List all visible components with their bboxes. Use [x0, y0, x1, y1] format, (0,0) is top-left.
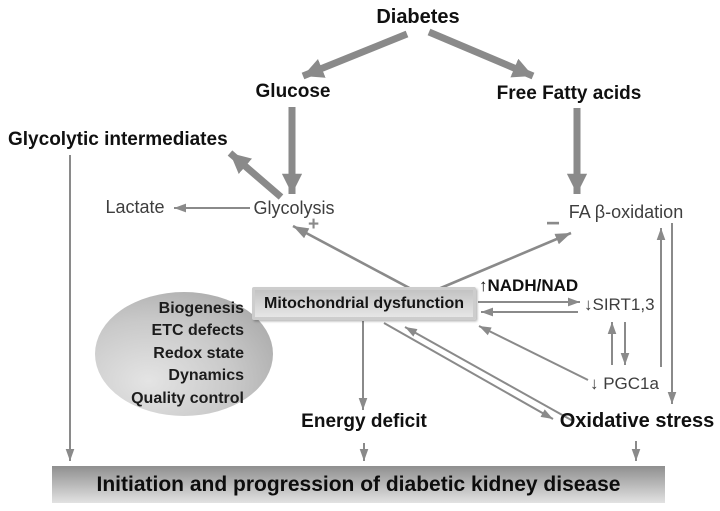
arrow-mito-to-glycolysis: [292, 224, 416, 293]
node-free-fatty-acids: Free Fatty acids: [496, 83, 642, 104]
node-oxidative-stress: Oxidative stress: [559, 410, 715, 432]
plus-sign: +: [308, 214, 320, 235]
ellipse-item-redox-state: Redox state: [153, 344, 244, 362]
ellipse-item-dynamics: Dynamics: [168, 367, 244, 385]
outcome-label: Initiation and progression of diabetic k…: [96, 472, 621, 496]
node-diabetes: Diabetes: [376, 6, 460, 28]
node-fa-beta-oxidation: FA β-oxidation: [568, 202, 684, 222]
node-sirt13: ↓SIRT1,3: [584, 295, 655, 314]
minus-sign: −: [546, 210, 561, 237]
node-energy-deficit: Energy deficit: [301, 411, 427, 432]
node-glycolytic-intermediates: Glycolytic intermediates: [8, 129, 228, 150]
arrow-diabetes-to-glucose: [301, 30, 409, 80]
arrow-mito-to-oxidative-stress: [383, 322, 554, 420]
node-glucose: Glucose: [255, 81, 331, 102]
ellipse-item-quality-control: Quality control: [131, 389, 244, 407]
node-nadh-nad: ↑NADH/NAD: [479, 276, 579, 295]
arrow-oxidative-stress-to-mito: [404, 326, 574, 422]
node-glycolysis: Glycolysis: [253, 198, 335, 218]
ellipse-item-etc-defects: ETC defects: [151, 322, 244, 340]
arrow-glycolysis-to-glycolytic-intermediates: [227, 150, 284, 200]
arrow-mito-to-fa-beta-oxidation: [435, 231, 572, 292]
ellipse-item-biogenesis: Biogenesis: [158, 300, 244, 317]
outcome-bar: Initiation and progression of diabetic k…: [52, 466, 665, 503]
arrow-pgc1a-to-mito: [478, 325, 589, 381]
node-pgc1a: ↓ PGC1a: [590, 374, 659, 393]
node-lactate: Lactate: [105, 197, 165, 217]
mitochondrial-dysfunction-label: Mitochondrial dysfunction: [264, 294, 464, 312]
node-mitochondrial-dysfunction: Mitochondrial dysfunction: [252, 287, 476, 320]
arrow-diabetes-to-free-fatty-acids: [427, 28, 535, 80]
mitochondrial-features-ellipse: Biogenesis ETC defects Redox state Dynam…: [95, 292, 273, 416]
